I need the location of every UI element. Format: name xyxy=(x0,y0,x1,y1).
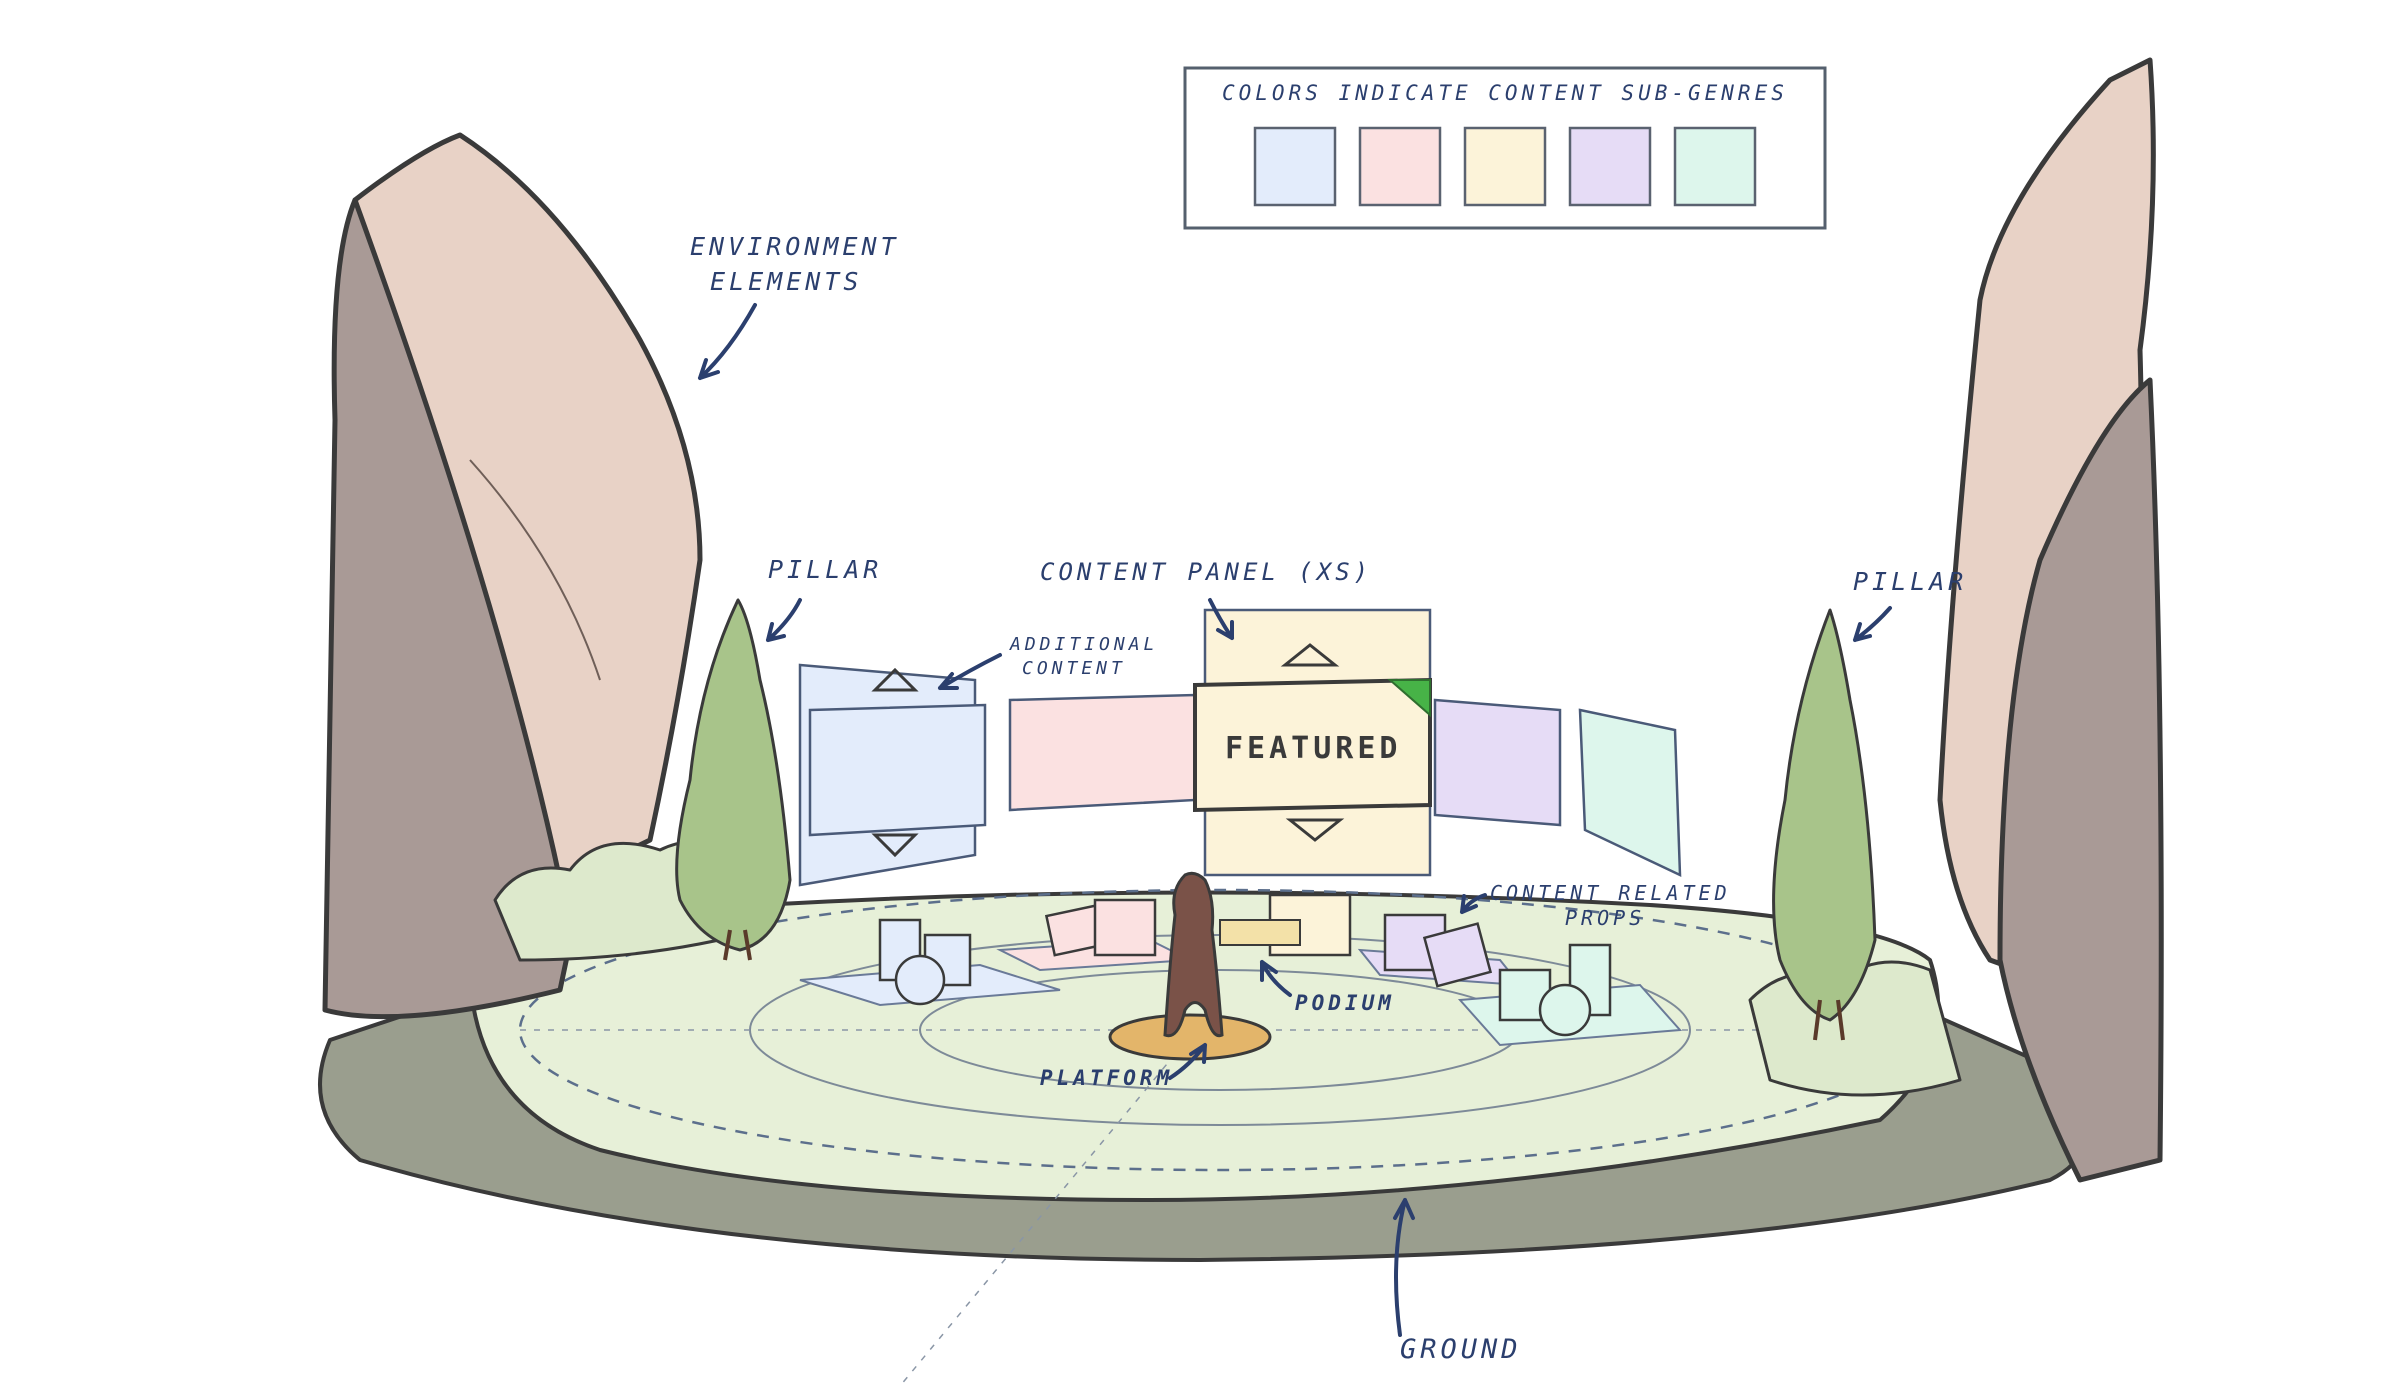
arrow-pillar-left xyxy=(766,598,802,642)
panel-purple xyxy=(1433,698,1562,827)
left-rock-light xyxy=(352,132,703,883)
panel-pink xyxy=(1008,693,1197,812)
legend-title: COLORS INDICATE CONTENT SUB-GENRES xyxy=(1222,81,1788,105)
pillar-tree-right-trunk xyxy=(1813,999,1845,1041)
legend-swatch-5 xyxy=(1673,126,1757,207)
right-rock xyxy=(1937,57,2164,1183)
pillar-tree-left xyxy=(675,598,792,961)
legend-swatch-1 xyxy=(1253,126,1337,207)
right-rock-dark xyxy=(1997,377,2164,1183)
panel-featured[interactable] xyxy=(1193,677,1432,813)
content-panels xyxy=(798,608,1682,887)
label-podium: PODIUM xyxy=(1295,991,1395,1015)
podium xyxy=(1163,871,1224,1038)
arrow-content-panel xyxy=(1208,598,1234,640)
pillar-tree-right xyxy=(1772,608,1877,1041)
pillar-tree-right-foliage xyxy=(1772,608,1877,1022)
label-environment-line-1: ENVIRONMENT xyxy=(690,232,900,261)
label-pillar-left: PILLAR xyxy=(768,555,882,584)
prop-sphere-mint xyxy=(1538,983,1592,1037)
arrow-pillar-right xyxy=(1853,606,1892,642)
prop-tray-yellow xyxy=(1219,919,1301,946)
legend: COLORS INDICATE CONTENT SUB-GENRES xyxy=(1183,66,1827,230)
props xyxy=(878,893,1612,1037)
arrow-environment xyxy=(698,303,757,380)
label-platform: PLATFORM xyxy=(1040,1066,1173,1090)
label-props-line-2: PROPS xyxy=(1565,906,1645,930)
left-rock-crack xyxy=(469,459,601,681)
panel-mint xyxy=(1578,708,1682,878)
legend-swatch-3 xyxy=(1463,126,1547,207)
legend-swatches xyxy=(1253,126,1757,207)
annotations: ENVIRONMENT ELEMENTS PILLAR PILLAR CONTE… xyxy=(690,232,1967,1365)
legend-swatch-4 xyxy=(1568,126,1652,207)
legend-swatch-2 xyxy=(1358,126,1442,207)
label-featured: FEATURED xyxy=(1225,731,1402,766)
pillar-tree-left-trunk xyxy=(723,929,752,961)
arrow-additional xyxy=(938,653,1002,690)
arrow-podium xyxy=(1260,960,1292,997)
label-props-line-1: CONTENT RELATED xyxy=(1490,881,1731,905)
label-additional-line-1: ADDITIONAL xyxy=(1009,634,1158,655)
prop-box-pink-2 xyxy=(1093,898,1157,957)
prop-box-purple-2 xyxy=(1422,922,1493,988)
arrow-platform xyxy=(1168,1043,1207,1080)
arrow-ground xyxy=(1393,1198,1415,1337)
arrow-props xyxy=(1460,893,1487,914)
platform xyxy=(1108,1013,1272,1061)
pillar-tree-left-foliage xyxy=(675,598,792,952)
label-content-panel: CONTENT PANEL (XS) xyxy=(1040,558,1372,586)
panel-blue-front xyxy=(808,703,987,837)
panel-blue-up-arrow[interactable] xyxy=(871,667,919,692)
panel-yellow-up-arrow[interactable] xyxy=(1280,643,1340,667)
prop-sphere-blue xyxy=(894,954,946,1006)
platform-podium xyxy=(1108,871,1272,1061)
panel-yellow-down-arrow[interactable] xyxy=(1285,818,1345,842)
label-ground: GROUND xyxy=(1400,1334,1522,1365)
panel-blue-down-arrow[interactable] xyxy=(871,833,919,858)
left-rock xyxy=(322,132,703,1020)
featured-flag-icon xyxy=(1387,679,1431,718)
label-pillar-right: PILLAR xyxy=(1853,567,1967,596)
label-environment-line-2: ELEMENTS xyxy=(710,267,862,296)
label-additional-line-2: CONTENT xyxy=(1022,658,1126,679)
